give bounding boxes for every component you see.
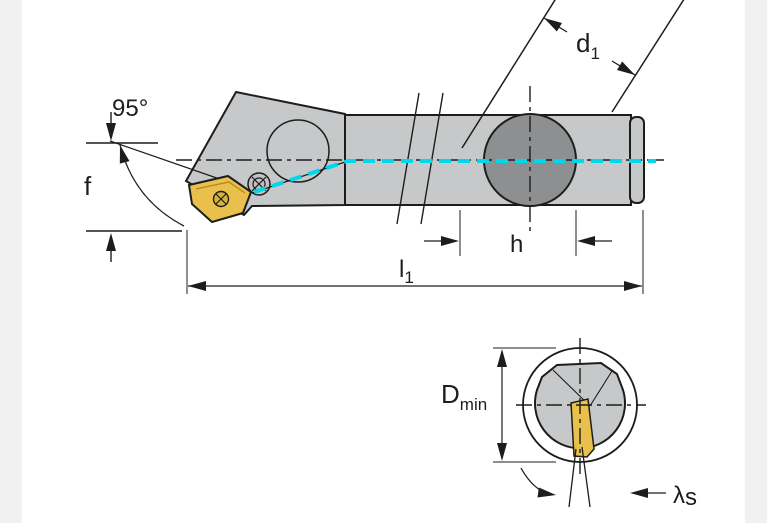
lambda-s-label: λs <box>673 482 697 511</box>
insert-cross-section <box>570 398 595 458</box>
arrowhead <box>188 281 206 291</box>
detail-view: Dmin λs <box>441 338 697 511</box>
break-line <box>420 92 444 225</box>
arrowhead <box>577 236 595 246</box>
l1-label: l1 <box>399 256 414 287</box>
f-label: f <box>84 171 92 201</box>
lambda-reference-line <box>581 446 591 508</box>
arrowhead <box>537 487 556 498</box>
angle-95-label: 95° <box>112 95 148 122</box>
screw-cross <box>251 176 267 192</box>
h-label: h <box>510 231 523 258</box>
dimension-h: h <box>424 210 612 258</box>
arrowhead <box>119 145 130 164</box>
extension-line <box>611 0 685 113</box>
insert-edge-detail <box>195 181 246 194</box>
arrowhead <box>624 281 642 291</box>
break-line <box>396 92 420 225</box>
dmin-label: Dmin <box>441 379 487 414</box>
left-margin-band <box>0 0 22 523</box>
arrowhead <box>106 123 116 141</box>
feed-line <box>251 159 656 194</box>
screw-cross <box>215 193 227 205</box>
right-margin-band <box>745 0 767 523</box>
arrowhead <box>616 61 635 75</box>
angle-arc <box>119 144 185 227</box>
dimension-dmin: Dmin <box>441 347 556 463</box>
feed-line-cyan <box>253 159 656 194</box>
dimension-f: f <box>84 112 182 262</box>
indexable-insert <box>187 174 253 224</box>
arrowhead <box>106 233 116 251</box>
dimension-d1: d1 <box>461 0 685 149</box>
side-view: 95° f d1 <box>84 0 685 294</box>
arrowhead <box>441 236 459 246</box>
section-detail-line <box>589 370 613 407</box>
dimension-lambda-s: λs <box>520 467 697 511</box>
cutting-edge-extension-line <box>109 140 235 185</box>
arrowhead <box>544 18 563 32</box>
extension-line <box>461 0 556 149</box>
arrowhead <box>497 443 507 461</box>
arrowhead <box>630 488 648 498</box>
lambda-reference-line <box>568 448 577 508</box>
dimension-l1: l1 <box>186 210 644 294</box>
angle-95-annotation: 95° <box>112 95 185 227</box>
clamp-cartridge-circle <box>266 119 330 183</box>
arrowhead <box>497 349 507 367</box>
insert-screw-icon <box>212 190 230 208</box>
d1-label: d1 <box>576 28 600 63</box>
